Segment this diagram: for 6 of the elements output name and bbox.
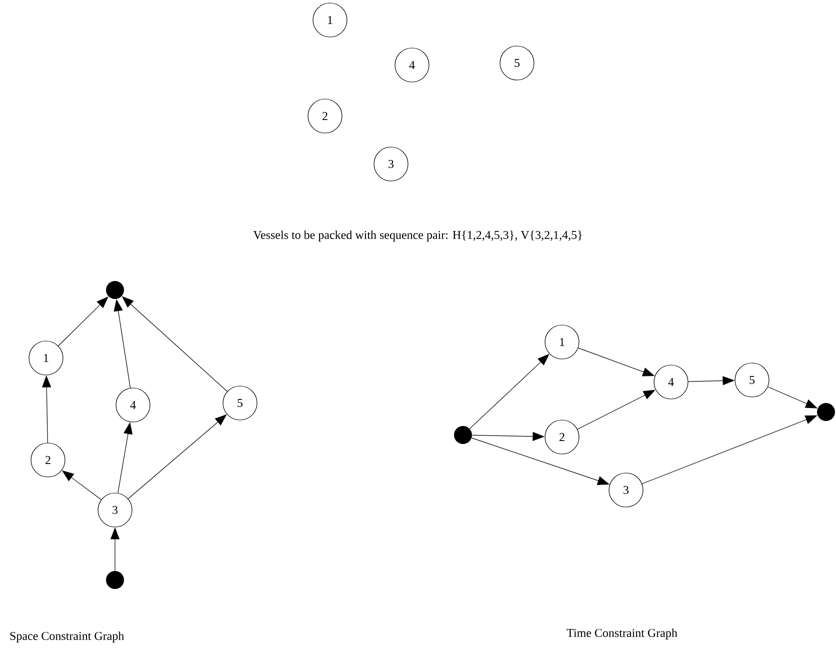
caption: Time Constraint Graph <box>566 628 678 640</box>
terminal-dot <box>817 403 835 421</box>
terminal-dot <box>454 426 472 444</box>
terminal-dot <box>106 571 124 589</box>
caption: Vessels to be packed with sequence pair: H{1,2,4,5,3}, V{3,2,1,4,5} <box>253 230 582 242</box>
caption: Space Constraint Graph <box>10 632 124 642</box>
